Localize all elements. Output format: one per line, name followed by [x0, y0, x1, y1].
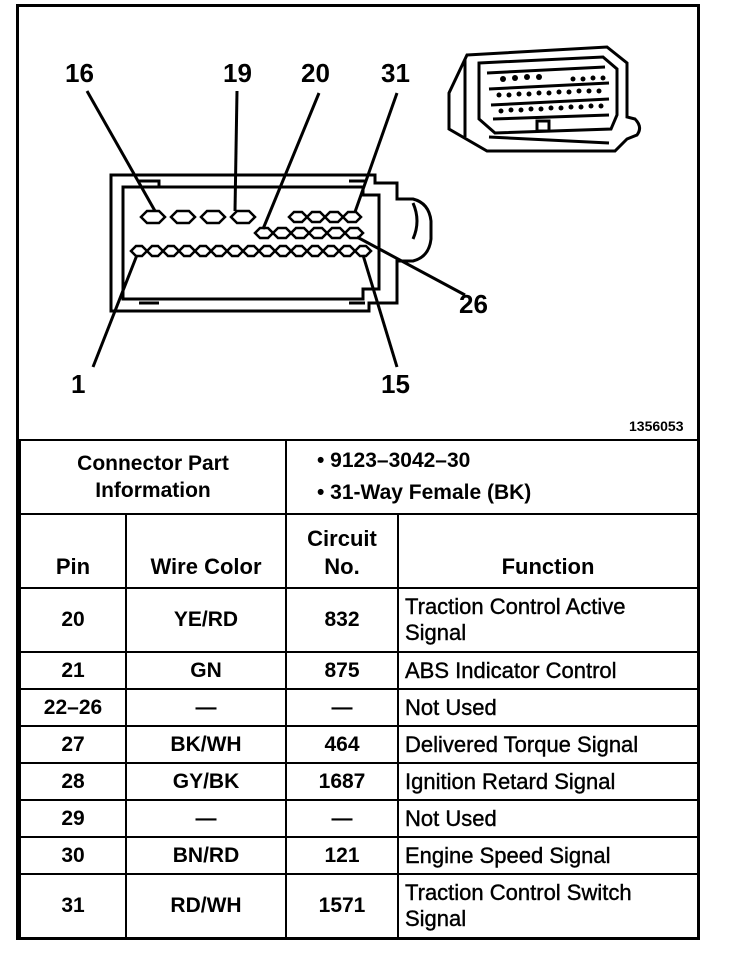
connector-info-label-line2: Information [95, 479, 211, 502]
cell-pin: 20 [19, 587, 127, 653]
pin-label-19: 19 [223, 58, 252, 88]
cell-pin: 31 [19, 873, 127, 937]
cell-circuit: 1571 [285, 873, 399, 937]
connector-part-number: • 9123–3042–30 [317, 449, 471, 472]
header-circuit: Circuit No. [285, 513, 399, 589]
leader-lines [85, 90, 466, 368]
connector-face-drawing: 16 19 20 31 26 1 15 [65, 45, 684, 434]
connector-description: • 31-Way Female (BK) [317, 481, 532, 504]
cell-function: Ignition Retard Signal [396, 762, 697, 801]
cell-wire-color: BK/WH [125, 725, 287, 764]
pin-label-15: 15 [381, 369, 410, 399]
cell-wire-color: BN/RD [125, 836, 287, 875]
cell-circuit: 832 [285, 587, 399, 653]
pin-label-20: 20 [301, 58, 330, 88]
cell-wire-color: — [125, 688, 287, 727]
cell-wire-color: RD/WH [125, 873, 287, 937]
header-circuit-line2: No. [324, 554, 360, 579]
connector-info-values: • 9123–3042–30 • 31-Way Female (BK) [284, 439, 697, 515]
upper-cavities [139, 209, 365, 240]
connector-diagram: 16 19 20 31 26 1 15 [19, 7, 697, 439]
pin-label-31: 31 [381, 58, 410, 88]
cell-wire-color: — [125, 799, 287, 838]
cell-wire-color: YE/RD [125, 587, 287, 653]
cell-pin: 30 [19, 836, 127, 875]
cell-circuit: 875 [285, 651, 399, 690]
header-wire-color: Wire Color [125, 513, 287, 589]
cell-wire-color: GN [125, 651, 287, 690]
cell-pin: 28 [19, 762, 127, 801]
cell-function: Traction Control Active Signal [396, 587, 697, 653]
cell-pin: 22–26 [19, 688, 127, 727]
cell-circuit: — [285, 799, 399, 838]
pin-label-16: 16 [65, 58, 94, 88]
connector-iso-view [447, 45, 642, 153]
connector-info-label: Connector Part Information [19, 439, 287, 515]
pinout-table: Connector Part Information • 9123–3042–3… [19, 439, 697, 937]
table-row: 22–26——Not Used [19, 688, 697, 727]
pin-label-1: 1 [71, 369, 85, 399]
table-row: 29——Not Used [19, 799, 697, 838]
connector-info-row: Connector Part Information • 9123–3042–3… [19, 439, 697, 515]
cell-wire-color: GY/BK [125, 762, 287, 801]
cell-function: ABS Indicator Control [396, 651, 697, 690]
cell-function: Traction Control Switch Signal [396, 873, 697, 937]
connector-sheet: 16 19 20 31 26 1 15 [16, 4, 700, 940]
cell-pin: 27 [19, 725, 127, 764]
cell-pin: 21 [19, 651, 127, 690]
header-circuit-line1: Circuit [307, 526, 377, 551]
header-pin: Pin [19, 513, 127, 589]
connector-info-label-line1: Connector Part [77, 452, 229, 475]
cell-circuit: 121 [285, 836, 399, 875]
cell-circuit: 464 [285, 725, 399, 764]
cell-function: Delivered Torque Signal [396, 725, 697, 764]
cell-circuit: — [285, 688, 399, 727]
header-function: Function [396, 513, 697, 589]
connector-body [109, 173, 433, 313]
cell-pin: 29 [19, 799, 127, 838]
table-header-row: Pin Wire Color Circuit No. Function [19, 513, 697, 589]
cell-function: Not Used [396, 688, 697, 727]
connector-iso-cavities [496, 74, 606, 114]
cell-function: Not Used [396, 799, 697, 838]
lower-cavities [129, 244, 373, 258]
cell-function: Engine Speed Signal [396, 836, 697, 875]
figure-id: 1356053 [629, 418, 684, 434]
cell-circuit: 1687 [285, 762, 399, 801]
